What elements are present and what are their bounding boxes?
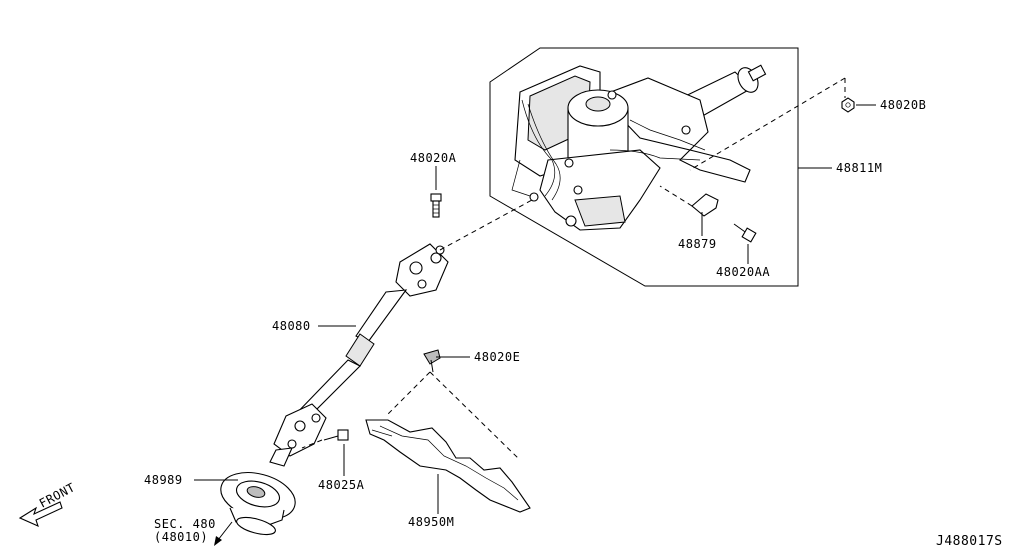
assembly-lines <box>301 77 846 461</box>
front-arrow-icon <box>18 501 63 528</box>
bolt-48020aa-drawing <box>733 223 757 243</box>
label-48080: 48080 <box>272 319 311 333</box>
steering-column-assembly <box>511 64 767 231</box>
label-48025a: 48025A <box>318 478 365 492</box>
nut-48020b-drawing <box>841 97 855 113</box>
label-48020e: 48020E <box>474 350 520 364</box>
label-48989: 48989 <box>144 473 183 487</box>
section-ref-line1: SEC. 480 <box>154 517 216 531</box>
label-48950m: 48950M <box>408 515 454 529</box>
section-arrow <box>214 521 233 546</box>
label-48020aa: 48020AA <box>716 265 770 279</box>
boot-48989 <box>220 472 296 536</box>
intermediate-shaft-48080 <box>269 243 449 467</box>
drawing-code: J488017S <box>936 534 1003 549</box>
label-48020a: 48020A <box>410 151 457 165</box>
bolt-48025a-drawing <box>323 429 349 441</box>
label-48879: 48879 <box>678 237 717 251</box>
column-assembly-box <box>489 47 799 287</box>
column-cover-48950m <box>365 419 531 513</box>
label-48020b: 48020B <box>880 98 926 112</box>
leader-lines <box>194 104 876 514</box>
clip-48020e-drawing <box>423 349 441 373</box>
bolt-48020a-drawing <box>430 193 442 218</box>
label-48811m: 48811M <box>836 161 882 175</box>
clip-48879 <box>691 193 719 217</box>
section-ref-line2: (48010) <box>154 530 208 544</box>
